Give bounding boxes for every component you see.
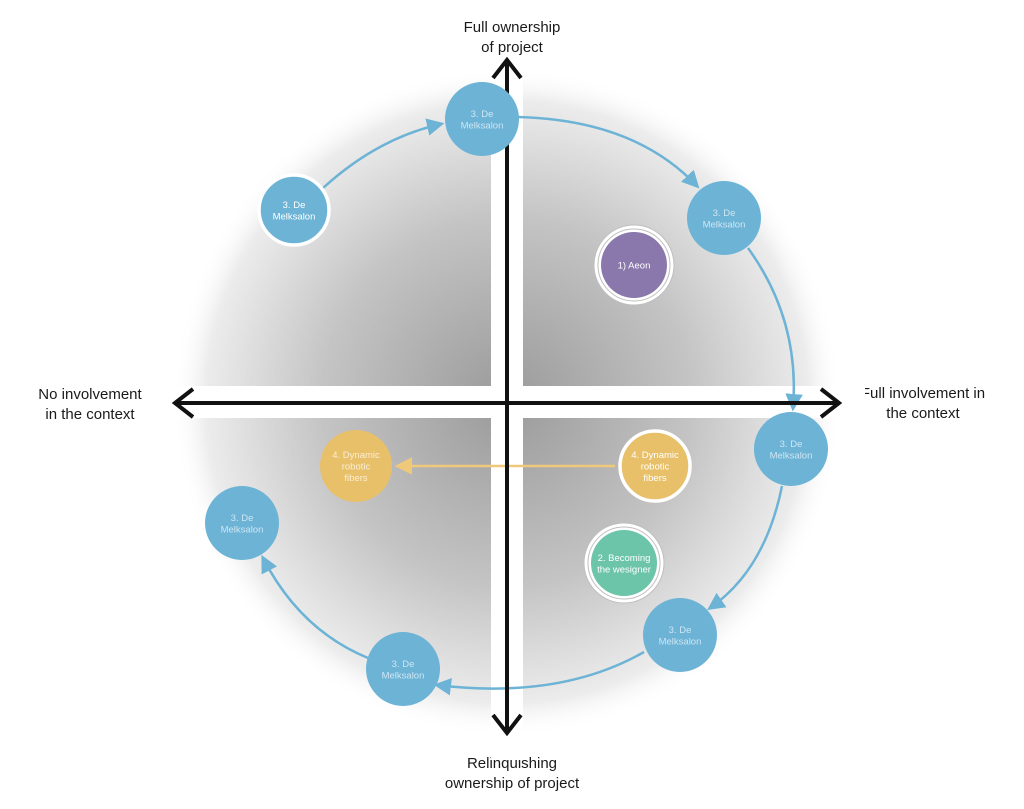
node-label: Melksalon	[659, 636, 702, 647]
axis-label-bottom-line-2: ownership of project	[444, 775, 580, 792]
node-circle	[257, 173, 331, 247]
axis-label-left: No involvement in the context	[10, 385, 170, 425]
node-label: 3. De	[392, 659, 415, 670]
axis-label-top: Full ownership of project	[412, 18, 612, 58]
arrow-lower-right-to-bottom	[433, 650, 645, 696]
node-aeon: 1) Aeon	[593, 224, 675, 306]
node-label: 3. De	[780, 439, 803, 450]
node-circle	[754, 412, 828, 486]
axis-arrowhead-right	[819, 387, 843, 419]
node-label: 3. De	[713, 208, 736, 219]
node-label: 3. De	[283, 200, 306, 211]
axis-arrowhead-bottom	[491, 713, 523, 737]
node-label: Melksalon	[461, 120, 504, 131]
axis-label-right: Full involvement in the context	[848, 384, 998, 424]
node-circle	[618, 429, 692, 503]
arrow-upper-left-to-top	[322, 118, 445, 189]
axis-label-right-line-1: Full involvement in	[860, 385, 986, 402]
node-label: fibers	[643, 473, 666, 484]
axis-label-top-line-1: Full ownership	[463, 19, 561, 36]
node-label: the wesigner	[597, 564, 651, 575]
arrow-right-to-lower-right	[707, 485, 784, 610]
axis-arrowhead-top	[491, 56, 523, 80]
node-circle	[687, 181, 761, 255]
axis-label-right-line-2: the context	[886, 405, 960, 422]
node-label: 2. Becoming	[598, 553, 651, 564]
node-label: Melksalon	[770, 450, 813, 461]
axis-label-bottom-line-1: Relinquishing	[466, 755, 558, 772]
node-label: Melksalon	[273, 211, 316, 222]
node-label: 4. Dynamic	[332, 450, 380, 461]
axes	[171, 56, 843, 737]
node-label: 3. De	[231, 513, 254, 524]
node-circle	[445, 82, 519, 156]
axis-label-left-line-2: in the context	[45, 406, 135, 423]
node-label: 3. De	[669, 625, 692, 636]
axis-label-top-line-2: of project	[481, 39, 543, 56]
arrow-top-to-upper-right	[517, 115, 700, 189]
axis-arrowhead-left	[171, 387, 195, 419]
node-label: robotic	[641, 462, 670, 473]
node-circle	[205, 486, 279, 560]
node-label: Melksalon	[382, 670, 425, 681]
node-circle	[643, 598, 717, 672]
arrow-bottom-to-left	[261, 554, 369, 660]
node-label: fibers	[344, 473, 367, 484]
node-label: Melksalon	[221, 524, 264, 535]
arrow-upper-right-to-right	[746, 247, 803, 412]
node-circle	[366, 632, 440, 706]
axis-label-left-line-1: No involvement	[38, 386, 142, 403]
node-label: Melksalon	[703, 219, 746, 230]
node-label: 1) Aeon	[618, 261, 651, 272]
cycle-arrows	[261, 115, 803, 696]
node-circle	[601, 232, 667, 298]
node-label: 4. Dynamic	[631, 450, 679, 461]
node-circle	[320, 430, 392, 502]
node-label: robotic	[342, 462, 371, 473]
node-circle	[591, 530, 657, 596]
node-label: 3. De	[471, 109, 494, 120]
axis-label-bottom: Relinquishing ownership of project	[402, 754, 622, 794]
